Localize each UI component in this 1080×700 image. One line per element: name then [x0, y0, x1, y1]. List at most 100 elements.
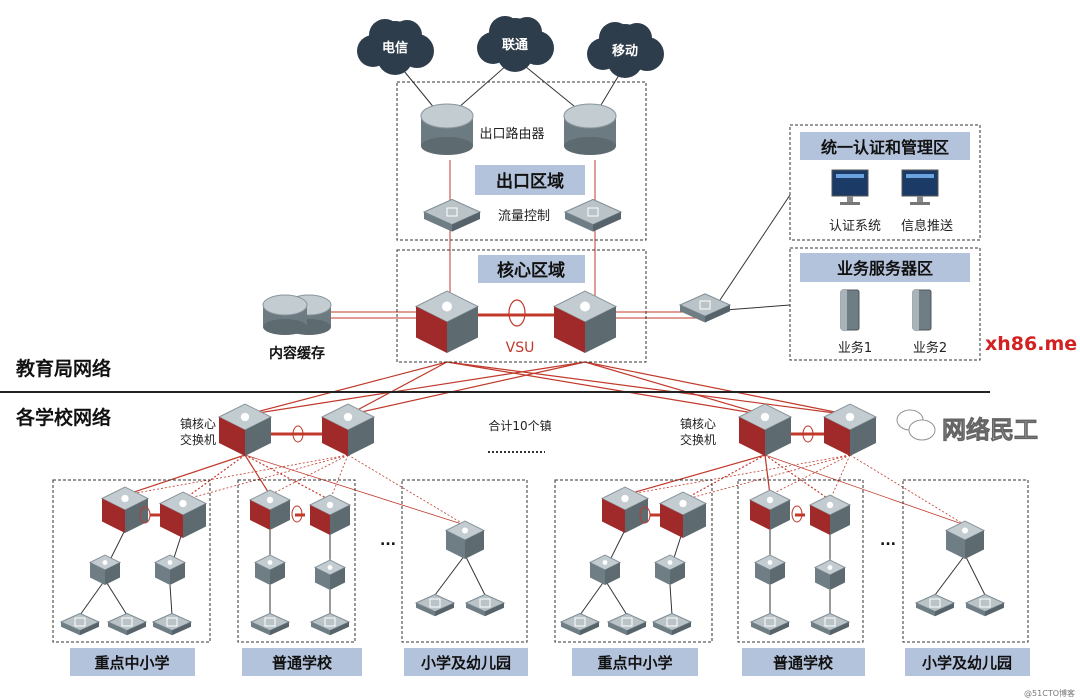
link-line: [244, 454, 331, 501]
cloud-label-telecom: 电信: [382, 40, 408, 56]
access-switch-icon: [253, 554, 287, 585]
link-line: [182, 454, 349, 501]
link-line: [724, 304, 791, 311]
link-line: [244, 454, 271, 496]
stack-ellipse: [791, 505, 803, 523]
link-line: [584, 361, 851, 416]
school-box: [401, 479, 528, 643]
access-switch-icon: [153, 554, 187, 585]
edge-switch-icon: [914, 593, 956, 617]
flow-control-icon: [422, 198, 482, 232]
exit-zone-label-bg: [475, 165, 585, 195]
devices: [59, 16, 1006, 636]
school-box: [737, 479, 864, 643]
core-zone-box: [396, 249, 647, 363]
link-line: [244, 361, 586, 416]
wechat-account-name: 网络民工: [942, 416, 1038, 444]
school-box: [52, 479, 211, 643]
access-switch-icon: [944, 520, 986, 559]
more-schools-ellipsis: ...: [880, 533, 896, 549]
link-line: [584, 361, 766, 416]
edge-switch-icon: [464, 593, 506, 617]
cloud-label-mobile: 移动: [612, 43, 638, 59]
school-core-switch-icon: [308, 494, 352, 535]
server-2-label: 业务2: [913, 340, 947, 356]
cache-server-icon: [262, 294, 332, 335]
link-line: [464, 554, 486, 596]
school-group-label: 重点中小学: [94, 654, 169, 672]
exit-router-label: 出口路由器: [479, 126, 544, 142]
link-line: [446, 361, 851, 416]
town-core-switch-icon: [320, 403, 376, 456]
school-group-label: 普通学校: [773, 654, 834, 672]
link-line: [849, 454, 966, 526]
aggregation-switch-icon: [678, 293, 732, 323]
link-line: [764, 454, 831, 501]
core-zone-title: 核心区域: [497, 260, 565, 281]
wechat-icon: [908, 419, 936, 441]
school-core-switch-icon: [808, 494, 852, 535]
link-line: [829, 454, 851, 501]
access-switch-icon: [653, 554, 687, 585]
links: [79, 57, 986, 616]
core-switch-icon: [414, 290, 480, 353]
access-switch-icon: [444, 520, 486, 559]
school-label-bg: [70, 648, 195, 676]
town-core-label-line1: 镇核心: [180, 417, 216, 431]
edge-switch-icon: [414, 593, 456, 617]
info-push-label: 信息推送: [901, 218, 953, 234]
cloud-icon: [477, 16, 554, 72]
school-box: [902, 479, 1029, 643]
link-line: [169, 584, 173, 616]
edge-switch-icon: [606, 612, 648, 636]
school-group-label: 普通学校: [272, 654, 333, 672]
flow-control-label: 流量控制: [498, 209, 550, 224]
link-line: [682, 454, 766, 501]
flow-control-icon: [563, 198, 623, 232]
link-line: [934, 554, 966, 596]
edge-switch-icon: [964, 593, 1006, 617]
school-group-label: 小学及幼儿园: [922, 654, 1012, 672]
link-line: [764, 454, 966, 526]
town-core-label-line2: 交换机: [180, 432, 216, 447]
link-line: [579, 579, 606, 616]
access-switch-icon: [88, 554, 122, 585]
auth-system-label: 认证系统: [829, 219, 881, 234]
link-line: [719, 194, 791, 301]
link-line: [604, 579, 628, 616]
stack-ellipse: [802, 425, 814, 443]
school-box: [237, 479, 356, 643]
link-line: [434, 554, 466, 596]
server-icon: [912, 289, 932, 331]
school-group-label: 小学及幼儿园: [421, 654, 511, 672]
town-total-label: 合计10个镇: [488, 418, 551, 433]
cache-label: 内容缓存: [269, 345, 325, 362]
school-core-switch-icon: [600, 486, 650, 533]
school-group-label: 重点中小学: [597, 654, 672, 672]
exit-zone-box: [396, 81, 647, 241]
school-label-bg: [404, 648, 528, 676]
school-box: [554, 479, 713, 643]
bureau-network-label: 教育局网络: [16, 357, 111, 380]
link-line: [347, 361, 586, 416]
access-switch-icon: [588, 554, 622, 585]
vsu-ellipse: [508, 299, 526, 327]
edge-switch-icon: [749, 612, 791, 636]
link-line: [446, 361, 766, 416]
exit-router-icon: [563, 103, 617, 155]
stack-ellipse: [639, 506, 651, 524]
cloud-icon: [587, 22, 664, 78]
school-core-switch-icon: [158, 491, 208, 538]
exit-zone-title: 出口区域: [496, 171, 564, 192]
edge-switch-icon: [151, 612, 193, 636]
more-schools-ellipsis: ...: [380, 533, 396, 549]
vsu-label: VSU: [506, 340, 535, 356]
access-switch-icon: [753, 554, 787, 585]
link-line: [964, 554, 986, 596]
stack-ellipse: [292, 425, 304, 443]
link-line: [182, 454, 246, 501]
link-line: [79, 579, 106, 616]
link-line: [347, 361, 448, 416]
server-zone-title: 业务服务器区: [837, 259, 933, 278]
edge-switch-icon: [559, 612, 601, 636]
